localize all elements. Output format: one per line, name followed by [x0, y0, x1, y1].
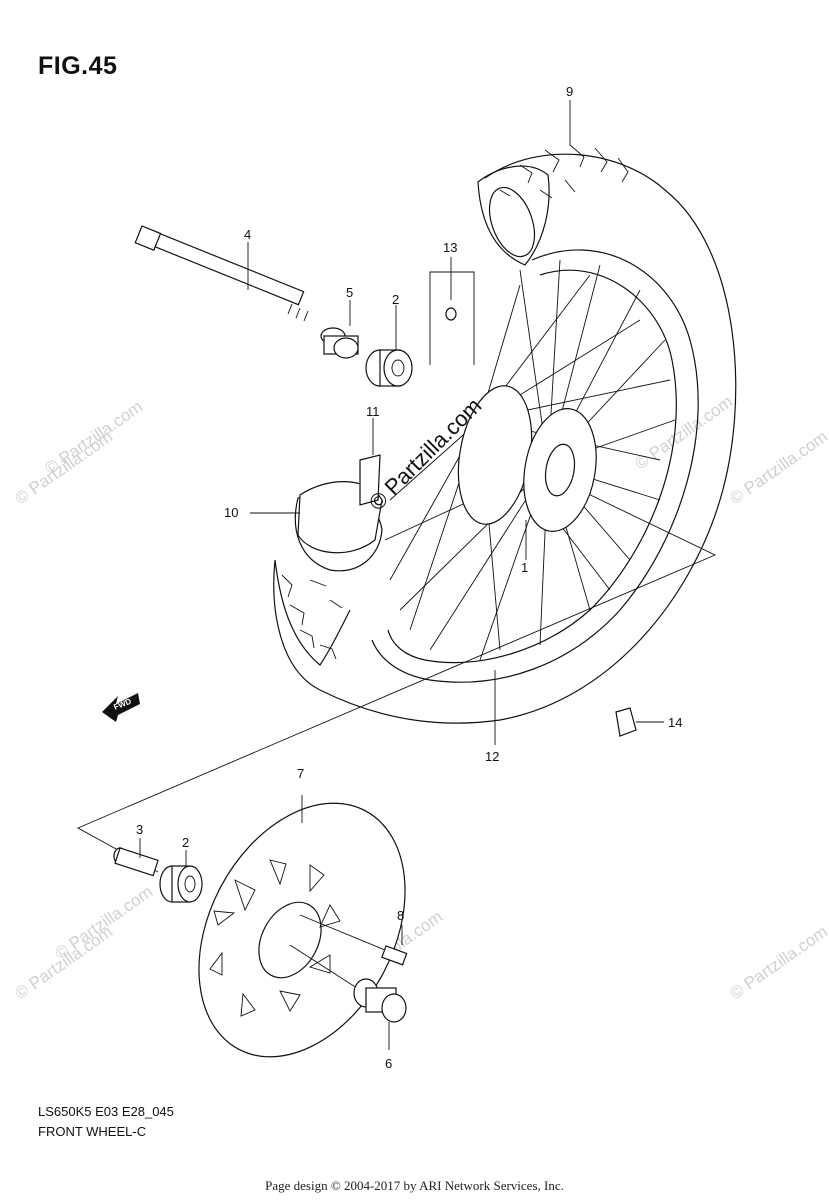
- callout-2-lower: 2: [182, 835, 189, 850]
- callout-6: 6: [385, 1056, 392, 1071]
- watermark: © Partzilla.com: [726, 922, 829, 1003]
- watermark: © Partzilla.com: [726, 427, 829, 508]
- wheel-hub-1: [457, 385, 597, 560]
- callout-13: 13: [443, 240, 457, 255]
- callout-2-upper: 2: [392, 292, 399, 307]
- spacer-6: [289, 944, 407, 1050]
- bearing-2-lower: [159, 850, 203, 903]
- leader-lines: [247, 100, 571, 514]
- callout-8: 8: [397, 908, 404, 923]
- model-code: LS650K5 E03 E28_045: [38, 1104, 174, 1119]
- collar-3: [113, 838, 159, 877]
- callout-11: 11: [366, 404, 380, 419]
- figure-title: FIG.45: [38, 52, 118, 80]
- callout-9: 9: [566, 84, 573, 99]
- callout-5: 5: [346, 285, 353, 300]
- callout-1: 1: [521, 560, 528, 575]
- footer-copyright: Page design © 2004-2017 by ARI Network S…: [265, 1178, 564, 1193]
- callout-10: 10: [224, 505, 238, 520]
- watermark: © Partzilla.com: [41, 397, 146, 478]
- watermark: © Partzilla.com: [631, 392, 736, 473]
- diagram-name: FRONT WHEEL-C: [38, 1124, 147, 1139]
- callout-3: 3: [136, 822, 143, 837]
- callout-labels: 1 2 2 3 4 5 6 7 8 9 10 11 12 13 14: [136, 84, 682, 1071]
- forward-arrow-icon: FWD: [102, 693, 140, 722]
- front-axle-4: [134, 225, 309, 322]
- callout-14: 14: [668, 715, 682, 730]
- rim-band-11: [359, 454, 381, 506]
- bearing-2-upper: [365, 349, 413, 387]
- callout-7: 7: [297, 766, 304, 781]
- valve-13: [429, 271, 475, 365]
- watermark: © Partzilla.com: [51, 882, 156, 963]
- callout-12: 12: [485, 749, 499, 764]
- spacer-5: [320, 327, 359, 359]
- valve-cap-14: [615, 707, 664, 737]
- callout-4: 4: [244, 227, 251, 242]
- front-tire-9: [273, 144, 737, 724]
- disc-bolt-8: [299, 914, 408, 966]
